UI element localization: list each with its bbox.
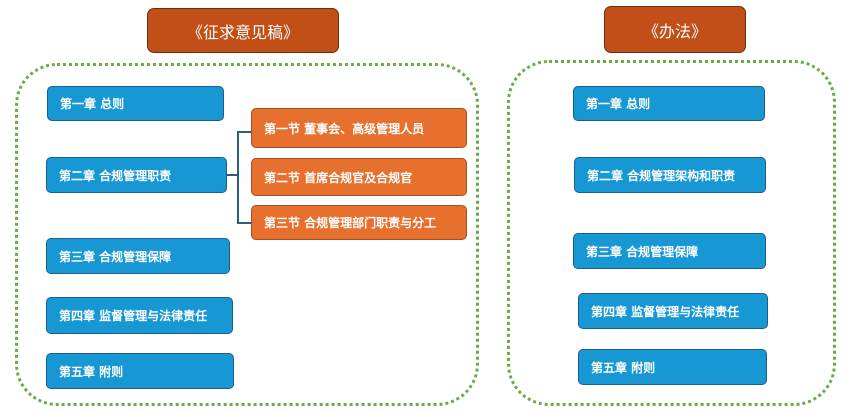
final-chapter-5: 第五章 附则 [578,349,767,385]
final-chapter-1: 第一章 总则 [573,86,765,121]
draft-chapter-3: 第三章 合规管理保障 [46,238,230,274]
bracket-vertical [237,131,239,224]
draft-chapter-5: 第五章 附则 [46,353,234,389]
draft-section-2: 第二节 首席合规官及合规官 [251,158,467,196]
draft-container [15,63,479,406]
bracket-arm-bottom [237,222,251,224]
bracket-stem [227,174,238,176]
final-chapter-3: 第三章 合规管理保障 [573,233,766,269]
final-chapter-4: 第四章 监督管理与法律责任 [578,293,768,329]
draft-section-3: 第三节 合规管理部门职责与分工 [251,205,467,240]
bracket-arm-top [237,131,251,133]
draft-title: 《征求意见稿》 [147,8,339,53]
final-chapter-2: 第二章 合规管理架构和职责 [574,157,766,193]
draft-chapter-4: 第四章 监督管理与法律责任 [46,297,233,334]
draft-section-1: 第一节 董事会、高级管理人员 [251,108,467,148]
draft-chapter-2: 第二章 合规管理职责 [46,157,227,193]
draft-chapter-1: 第一章 总则 [47,86,224,121]
final-container [507,60,836,406]
final-title: 《办法》 [604,6,746,53]
